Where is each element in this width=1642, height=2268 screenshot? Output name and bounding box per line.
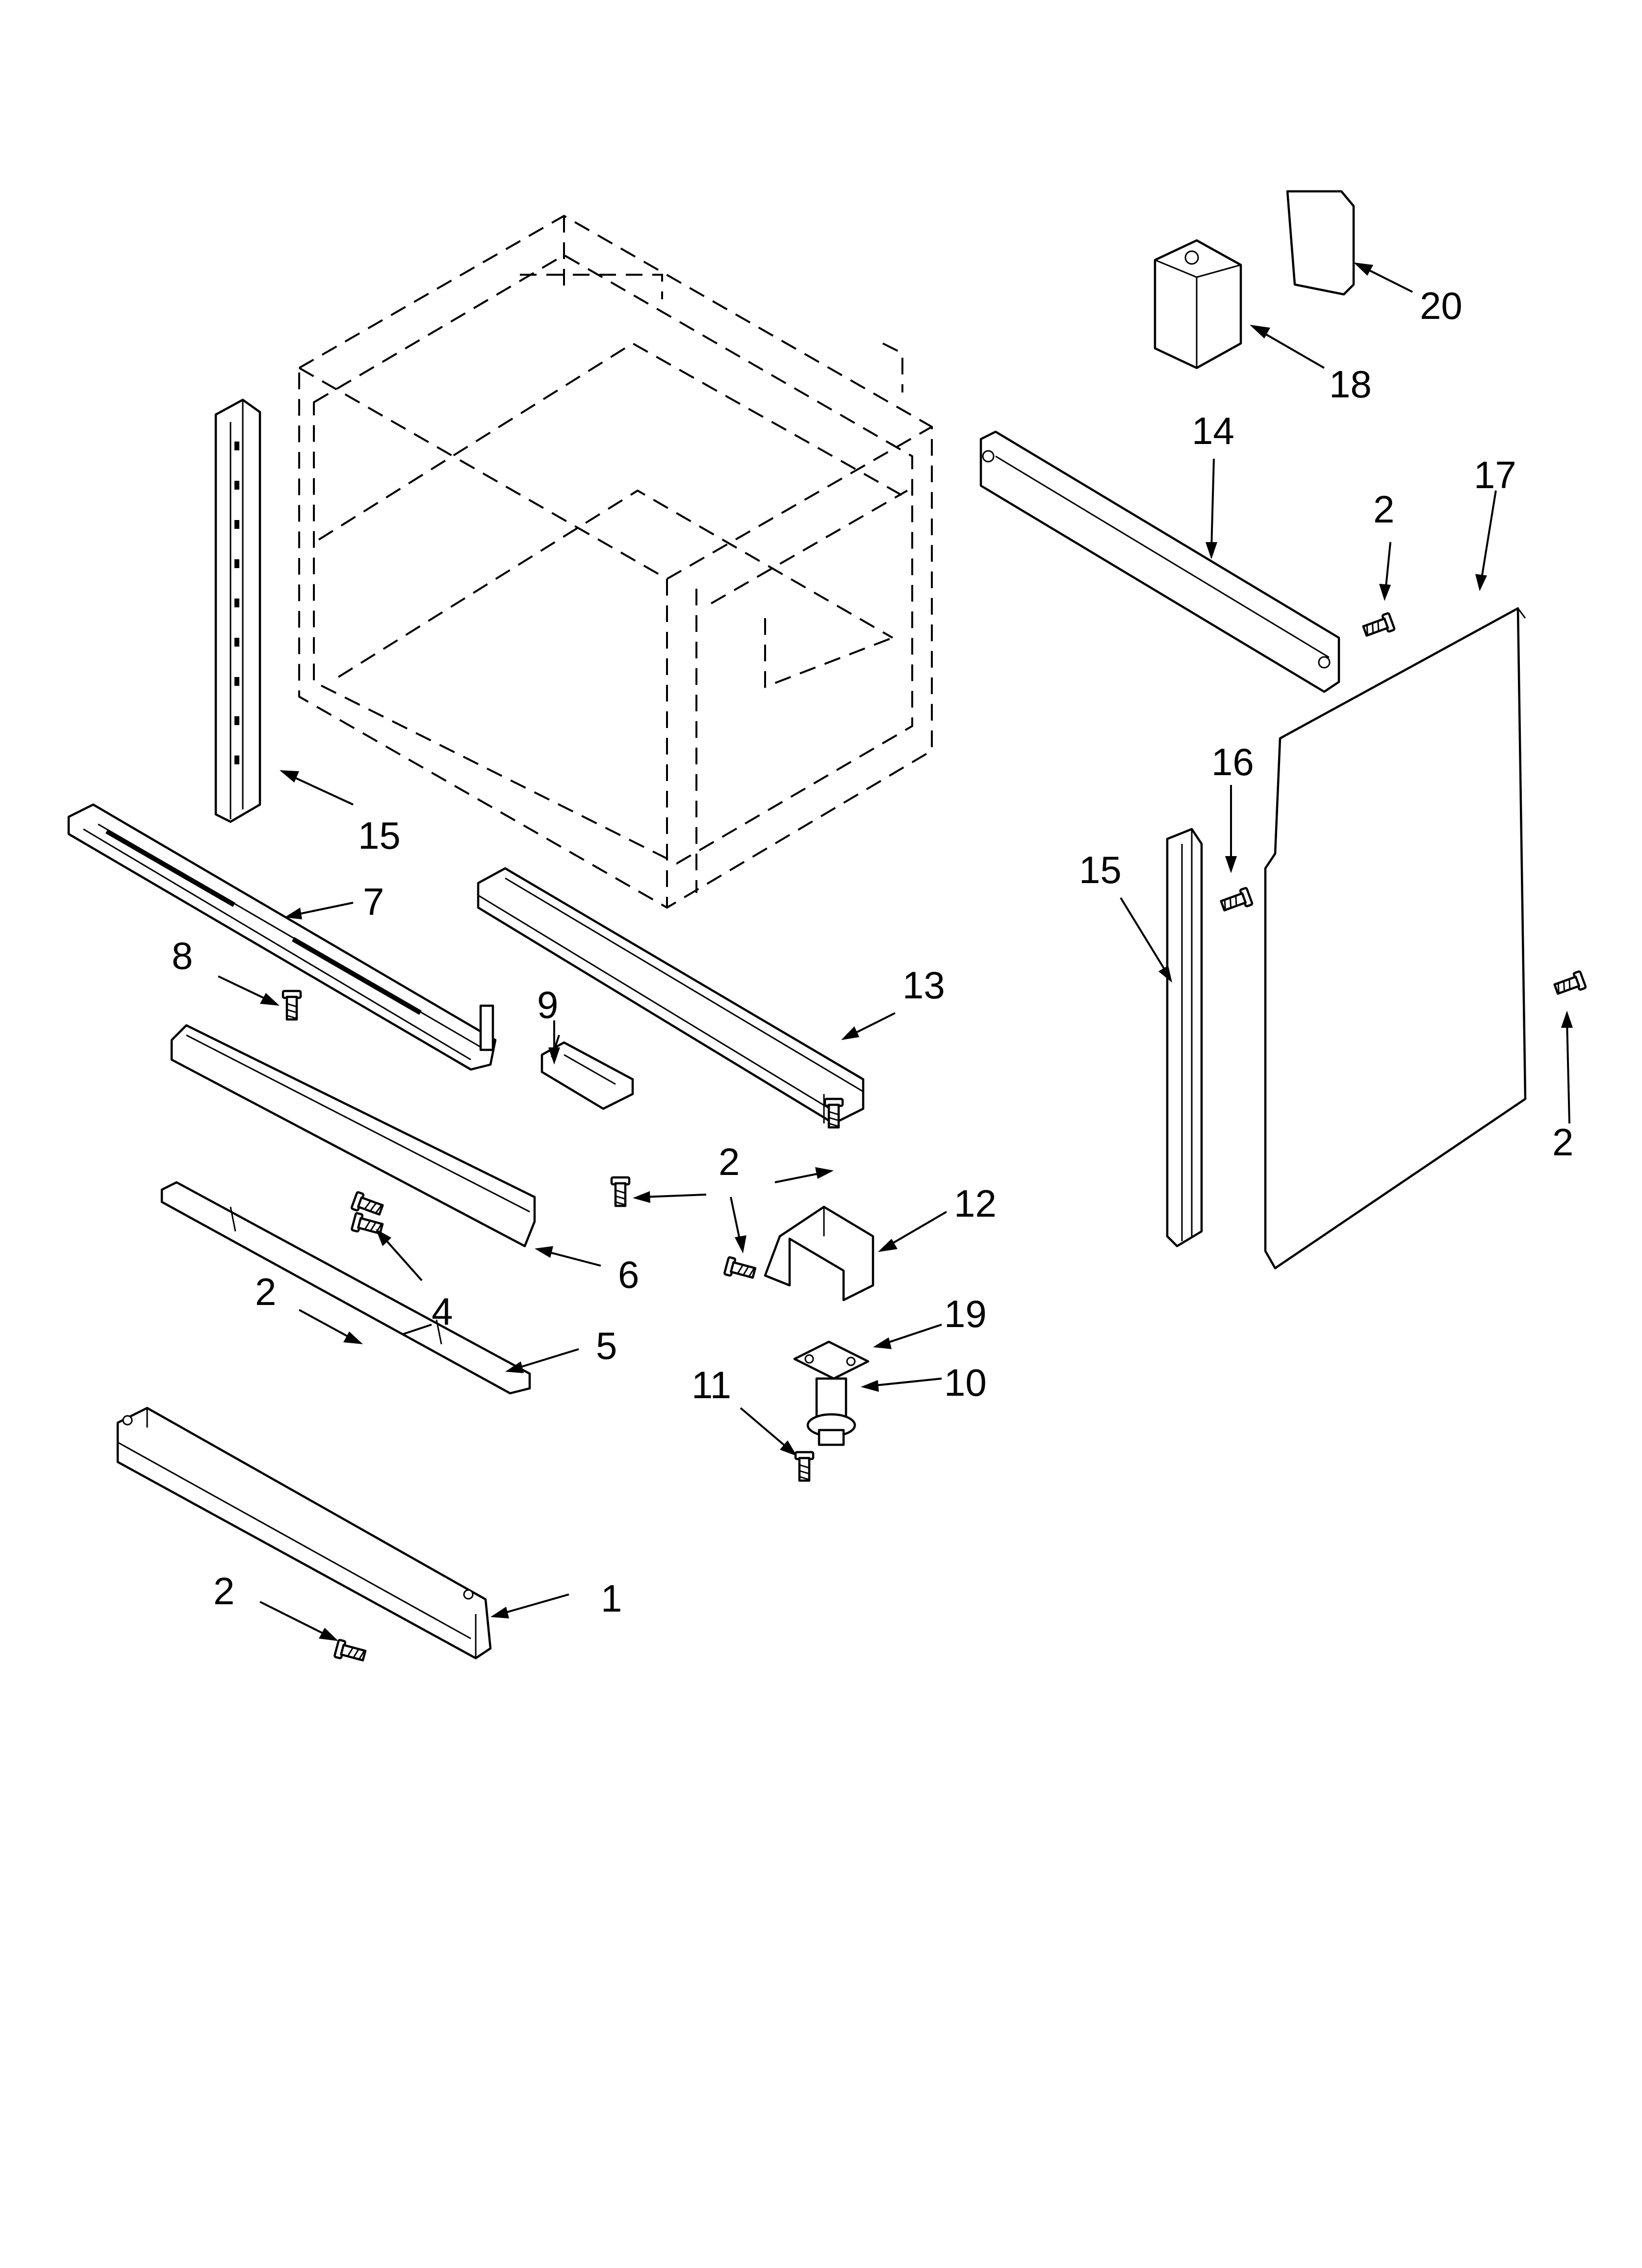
screw-part-2-toekick bbox=[334, 1640, 366, 1664]
callout-5: 5 bbox=[596, 1324, 617, 1367]
callout-20: 20 bbox=[1420, 284, 1462, 327]
callout-11: 11 bbox=[692, 1363, 731, 1407]
callout-15-right: 15 bbox=[1079, 848, 1122, 891]
leveler-bracket bbox=[764, 1205, 874, 1302]
screw-part-2-bracket bbox=[724, 1257, 756, 1281]
small-bracket bbox=[540, 1041, 634, 1110]
screw-part-16 bbox=[1220, 887, 1253, 914]
callout-16: 16 bbox=[1211, 740, 1254, 783]
callout-labels: 20 18 14 2 17 15 7 8 16 15 13 9 2 2 12 6… bbox=[172, 284, 1573, 1620]
callout-2-toekick: 2 bbox=[213, 1569, 234, 1613]
screw-part-2-center bbox=[612, 1177, 629, 1206]
cover-plate bbox=[1286, 190, 1355, 296]
callout-10: 10 bbox=[944, 1361, 987, 1404]
callout-15-left: 15 bbox=[358, 814, 401, 857]
callout-14: 14 bbox=[1192, 409, 1234, 452]
slotted-track bbox=[67, 803, 497, 1071]
callout-18: 18 bbox=[1329, 363, 1372, 406]
side-rail-left bbox=[214, 398, 261, 823]
side-rail-right bbox=[1166, 828, 1203, 1248]
callout-2-center: 2 bbox=[718, 1140, 740, 1183]
bottom-channel bbox=[477, 867, 865, 1125]
leader-lines bbox=[218, 262, 1573, 1641]
trim-strip bbox=[160, 1181, 531, 1395]
screw-part-11 bbox=[795, 1452, 813, 1481]
screw-part-2-panel bbox=[1553, 971, 1586, 997]
callout-8: 8 bbox=[172, 934, 193, 977]
toe-kick bbox=[116, 1407, 492, 1660]
front-cover-bracket bbox=[170, 1024, 536, 1248]
cabinet-outline-reference bbox=[298, 214, 933, 909]
callout-7: 7 bbox=[363, 880, 384, 923]
callout-13: 13 bbox=[902, 964, 945, 1007]
side-panel bbox=[1264, 607, 1527, 1270]
callout-2-rail: 2 bbox=[1373, 488, 1394, 531]
callout-17: 17 bbox=[1474, 453, 1516, 496]
screw-part-2-rail bbox=[1362, 613, 1395, 639]
screw-part-8 bbox=[283, 991, 301, 1019]
callout-2-strip: 2 bbox=[255, 1270, 276, 1313]
callout-4: 4 bbox=[432, 1290, 453, 1333]
callout-6: 6 bbox=[618, 1253, 639, 1296]
callout-19: 19 bbox=[944, 1292, 987, 1335]
leveling-leg bbox=[793, 1340, 870, 1446]
upper-side-rail bbox=[979, 430, 1340, 693]
callout-1: 1 bbox=[601, 1577, 622, 1620]
junction-box bbox=[1154, 239, 1242, 369]
callout-12: 12 bbox=[954, 1182, 997, 1225]
callout-2-panel: 2 bbox=[1552, 1121, 1573, 1164]
callout-9: 9 bbox=[537, 983, 558, 1026]
